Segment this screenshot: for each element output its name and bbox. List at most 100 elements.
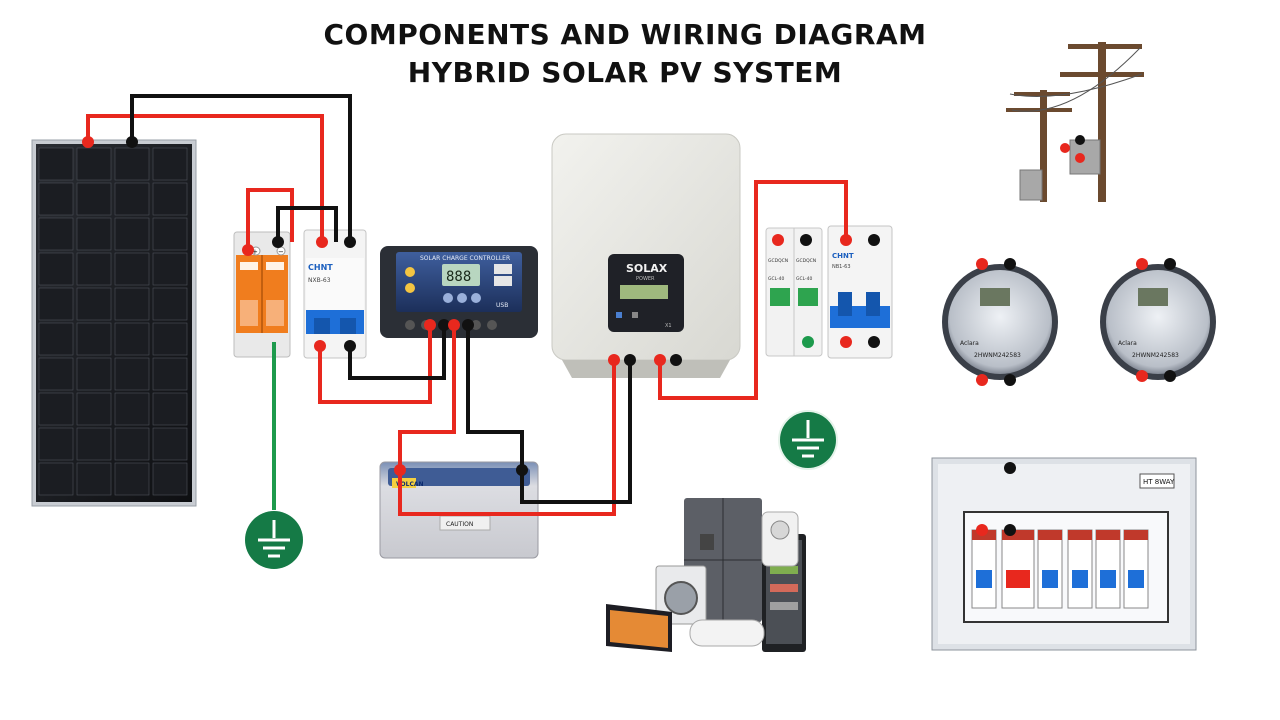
db-breaker-toggle [1128, 570, 1144, 588]
spd-brand-1: GCDQCN [768, 258, 788, 264]
solar-cell [76, 427, 112, 461]
terminal-dot [772, 234, 784, 246]
solar-cell [38, 462, 74, 496]
db-breaker [971, 529, 997, 609]
ac-circuit-breaker: CHNT NB1-63 [827, 225, 893, 359]
solar-cell [152, 287, 188, 321]
terminal-dots [82, 136, 1176, 536]
diagram-title-line1: COMPONENTS AND WIRING DIAGRAM [323, 18, 927, 51]
cc-label: SOLAR CHARGE CONTROLLER [420, 255, 510, 262]
svg-text:−: − [278, 248, 284, 256]
terminal-dot [126, 136, 138, 148]
terminal-dot [654, 354, 666, 366]
solar-cell [114, 392, 150, 426]
terminal-dot [394, 464, 406, 476]
breaker-brand-text: CHNT [308, 263, 333, 272]
home-appliances [606, 498, 806, 652]
terminal-dot [800, 234, 812, 246]
meter2-serial: 2HWNM242583 [1132, 352, 1179, 359]
terminal-dot [314, 340, 326, 352]
dc-circuit-breaker: CHNT NXB-63 [303, 229, 367, 359]
spd-model-2: GCL-40 [796, 276, 813, 282]
terminal-dot [624, 354, 636, 366]
solar-cell [76, 287, 112, 321]
terminal-dot [868, 234, 880, 246]
solar-cell [114, 462, 150, 496]
distribution-board: HT 8WAY [931, 457, 1197, 651]
solar-cell [152, 462, 188, 496]
db-breaker [1037, 529, 1063, 609]
terminal-dot [242, 244, 254, 256]
solar-cell [152, 427, 188, 461]
cc-usb-text: USB [496, 302, 508, 309]
db-breaker [1001, 529, 1035, 609]
solar-cell [76, 392, 112, 426]
dc-breaker-model-text: NXB-63 [308, 277, 331, 284]
solar-cell [152, 252, 188, 286]
terminal-dot [1136, 370, 1148, 382]
terminal-dot [1004, 258, 1016, 270]
terminal-dot [1004, 462, 1016, 474]
db-label: HT 8WAY [1143, 478, 1175, 486]
solar-cell [76, 147, 112, 181]
terminal-dot [1164, 258, 1176, 270]
battery-caution: CAUTION [446, 521, 473, 528]
terminal-dot [976, 374, 988, 386]
terminal-dot [438, 319, 450, 331]
battery: VOLCAN CAUTION [379, 461, 539, 559]
db-breaker [1123, 529, 1149, 609]
solar-cell [114, 252, 150, 286]
inverter-brand: SOLAX [626, 262, 668, 275]
terminal-dot [344, 340, 356, 352]
ac-breaker-brand: CHNT [832, 252, 854, 260]
solar-cell [76, 182, 112, 216]
solar-charge-controller: SOLAR CHARGE CONTROLLER 888 USB [380, 246, 538, 338]
terminal-dot [608, 354, 620, 366]
dc-surge-protector: + − [233, 231, 291, 358]
terminal-dot [670, 354, 682, 366]
solar-cell [114, 357, 150, 391]
db-breaker-tag [1002, 530, 1034, 540]
solar-cell [114, 182, 150, 216]
terminal-dot [462, 319, 474, 331]
terminal-dot [272, 236, 284, 248]
solar-cell [38, 392, 74, 426]
ac-surge-protector: GCDQCN GCDQCN GCL-40 GCL-40 [765, 227, 823, 357]
ac-breaker-model: NB1-63 [832, 264, 851, 270]
wiring [86, 94, 848, 516]
diagram-title-line2: HYBRID SOLAR PV SYSTEM [407, 56, 843, 89]
terminal-dot [316, 236, 328, 248]
solar-panel [31, 139, 197, 507]
terminal-dot [1004, 374, 1016, 386]
db-breaker-toggle [1100, 570, 1116, 588]
solar-cell [38, 357, 74, 391]
solar-cell [152, 217, 188, 251]
inverter-sub: POWER [636, 276, 655, 282]
terminal-dot [82, 136, 94, 148]
solar-cell [114, 217, 150, 251]
terminal-dot [516, 464, 528, 476]
utility-poles [1006, 42, 1144, 202]
solar-cell [114, 147, 150, 181]
db-breaker [1095, 529, 1121, 609]
energy-meter-2: Aclara 2HWNM242583 [1100, 264, 1216, 380]
svg-text:+: + [252, 248, 258, 256]
solar-cell [76, 217, 112, 251]
spd-model-1: GCL-40 [768, 276, 785, 282]
solar-cell [152, 182, 188, 216]
terminal-dot [1136, 258, 1148, 270]
inverter-model: X1 [665, 323, 672, 329]
db-breaker-tag [1124, 530, 1148, 540]
solar-cell [114, 287, 150, 321]
terminal-dot [1164, 370, 1176, 382]
solar-cell [114, 427, 150, 461]
terminal-dot [344, 236, 356, 248]
meter2-brand: Aclara [1118, 340, 1137, 347]
solar-cell [38, 427, 74, 461]
solar-cell [38, 217, 74, 251]
hybrid-inverter: SOLAX POWER X1 [551, 133, 741, 378]
solar-cell [76, 322, 112, 356]
meter1-brand: Aclara [960, 340, 979, 347]
solar-cell [76, 252, 112, 286]
